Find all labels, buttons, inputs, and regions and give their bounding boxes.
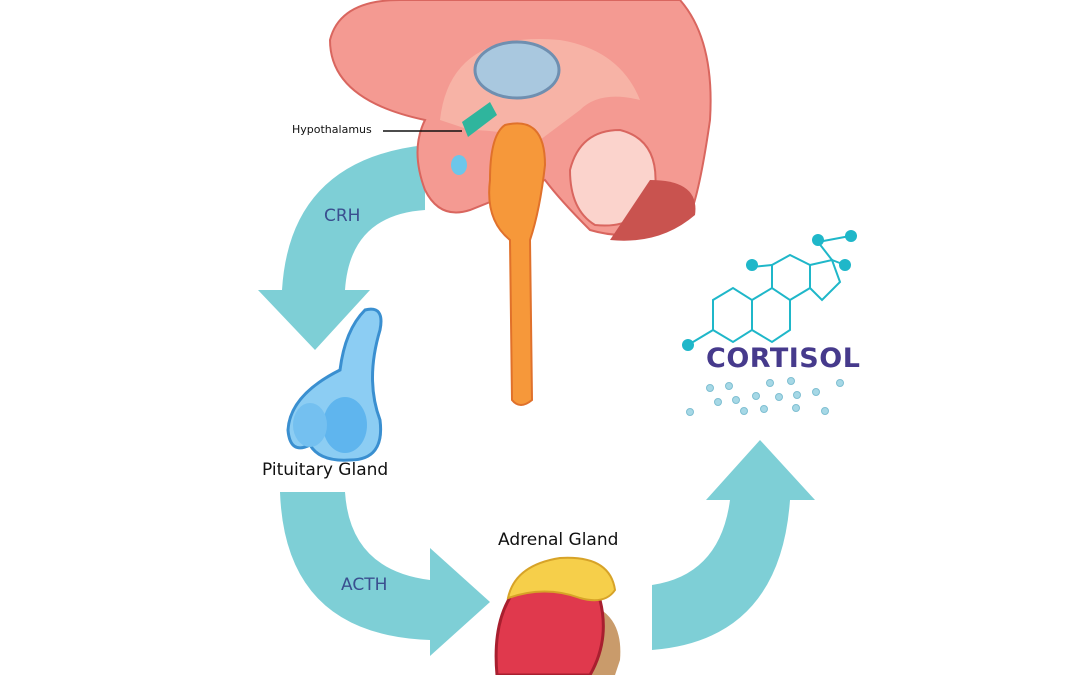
cortisol-molecule-icon xyxy=(687,235,851,346)
brain-illustration xyxy=(328,0,712,406)
adrenal-illustration xyxy=(494,556,621,675)
acth-arrow xyxy=(280,492,490,656)
adrenal-label: Adrenal Gland xyxy=(498,530,619,550)
hypothalamus-label: Hypothalamus xyxy=(292,123,372,136)
acth-label: ACTH xyxy=(341,575,388,595)
crh-arrow xyxy=(258,145,425,350)
cortisol-label: CORTISOL xyxy=(706,343,861,374)
pituitary-label: Pituitary Gland xyxy=(262,460,389,480)
cortisol-particles xyxy=(686,377,844,416)
molecule-atoms xyxy=(682,230,857,351)
pituitary-illustration xyxy=(286,307,383,462)
crh-label: CRH xyxy=(324,206,361,226)
cortisol-arrow xyxy=(652,440,815,650)
